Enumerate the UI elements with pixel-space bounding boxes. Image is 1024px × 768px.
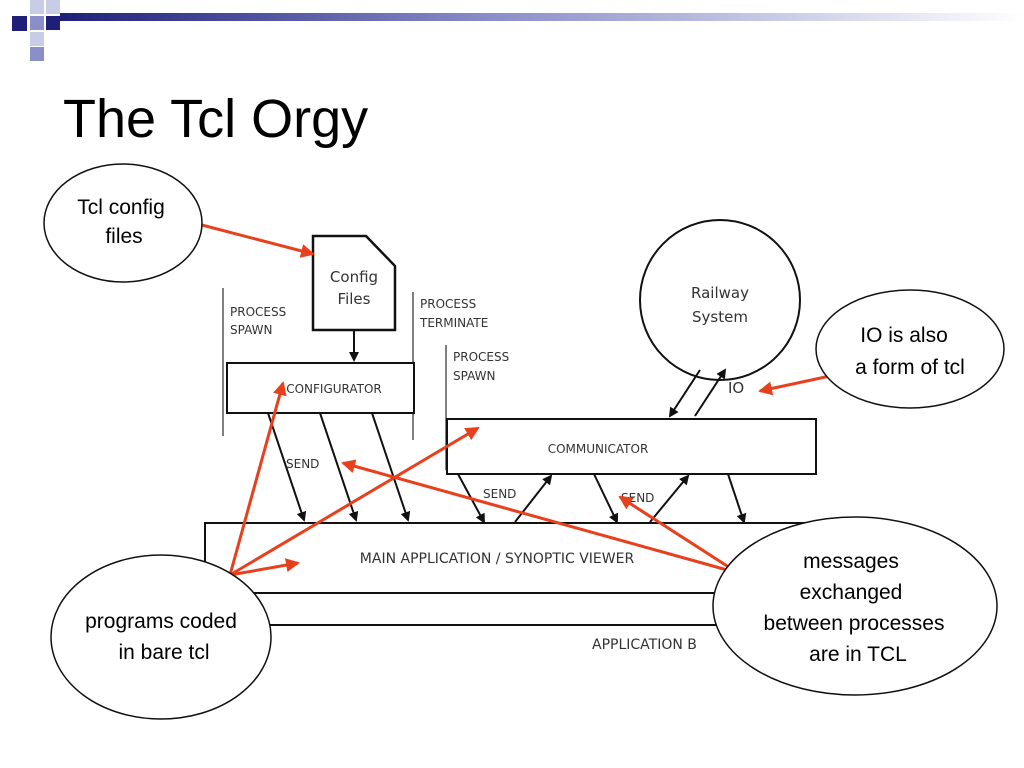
callout-io bbox=[815, 289, 1005, 409]
application-bus-label: APPLICATION B bbox=[592, 637, 697, 653]
send-arrow bbox=[649, 474, 690, 523]
process-spawn-label: SPAWN bbox=[230, 323, 272, 337]
callout-arrow bbox=[229, 426, 480, 577]
send-label: SEND bbox=[286, 457, 319, 471]
header-gradient-bar bbox=[60, 13, 1024, 21]
railway-system-label: Railway bbox=[691, 284, 749, 302]
callout-programs-text: in bare tcl bbox=[118, 641, 209, 664]
callout-messages-text: are in TCL bbox=[809, 643, 907, 666]
send-arrow bbox=[371, 412, 411, 522]
callout-arrow bbox=[341, 459, 739, 575]
slide-header-decoration bbox=[12, 0, 1024, 61]
callout-tcl-config bbox=[43, 163, 203, 283]
callout-arrow bbox=[618, 495, 739, 575]
config-files-label: Config bbox=[330, 268, 378, 286]
callout-arrow bbox=[228, 381, 287, 576]
process-spawn-label: SPAWN bbox=[453, 369, 495, 383]
callout-tcl-config-text: files bbox=[105, 225, 142, 248]
communicator-box bbox=[446, 418, 817, 475]
callout-messages-text: exchanged bbox=[800, 581, 903, 604]
send-label: SEND bbox=[621, 491, 654, 505]
callout-arrow bbox=[758, 374, 831, 396]
callout-io-text: IO is also bbox=[860, 324, 948, 347]
config-files-label: Files bbox=[338, 290, 371, 308]
process-spawn-label: PROCESS bbox=[230, 305, 286, 319]
callout-messages bbox=[712, 516, 998, 696]
communicator-label: COMMUNICATOR bbox=[548, 442, 649, 456]
railway-system-node bbox=[639, 219, 801, 381]
deco-square bbox=[30, 32, 44, 46]
railway-system-label: System bbox=[692, 308, 748, 326]
configurator-label: CONFIGURATOR bbox=[286, 382, 382, 396]
send-arrow bbox=[593, 473, 619, 524]
deco-square bbox=[46, 16, 60, 30]
send-arrow bbox=[514, 474, 553, 523]
main-application-label: MAIN APPLICATION / SYNOPTIC VIEWER bbox=[360, 551, 635, 567]
config-files-document bbox=[311, 234, 397, 332]
callout-tcl-config-text: Tcl config bbox=[77, 196, 165, 219]
process-terminate-label: TERMINATE bbox=[419, 316, 488, 330]
io-label: IO bbox=[728, 379, 744, 397]
callout-messages-text: messages bbox=[803, 550, 899, 573]
deco-square bbox=[30, 16, 44, 30]
callout-arrow bbox=[197, 222, 315, 258]
process-spawn-label: PROCESS bbox=[453, 350, 509, 364]
callout-programs-text: programs coded bbox=[85, 610, 237, 633]
slide-title: The Tcl Orgy bbox=[63, 89, 369, 149]
callout-arrow bbox=[229, 558, 300, 577]
deco-square bbox=[30, 0, 44, 14]
send-arrow bbox=[267, 412, 307, 522]
deco-square bbox=[12, 16, 27, 31]
deco-square bbox=[46, 0, 60, 14]
send-label: SEND bbox=[483, 487, 516, 501]
callout-programs bbox=[50, 554, 272, 720]
send-arrow bbox=[727, 473, 747, 524]
callout-io-text: a form of tcl bbox=[855, 356, 965, 379]
main-application-box bbox=[204, 522, 811, 594]
arrow-communicator-to-railway bbox=[694, 368, 727, 417]
deco-square bbox=[30, 47, 44, 61]
arrow-railway-to-communicator bbox=[668, 369, 701, 418]
callout-messages-text: between processes bbox=[764, 612, 945, 635]
process-terminate-label: PROCESS bbox=[420, 297, 476, 311]
